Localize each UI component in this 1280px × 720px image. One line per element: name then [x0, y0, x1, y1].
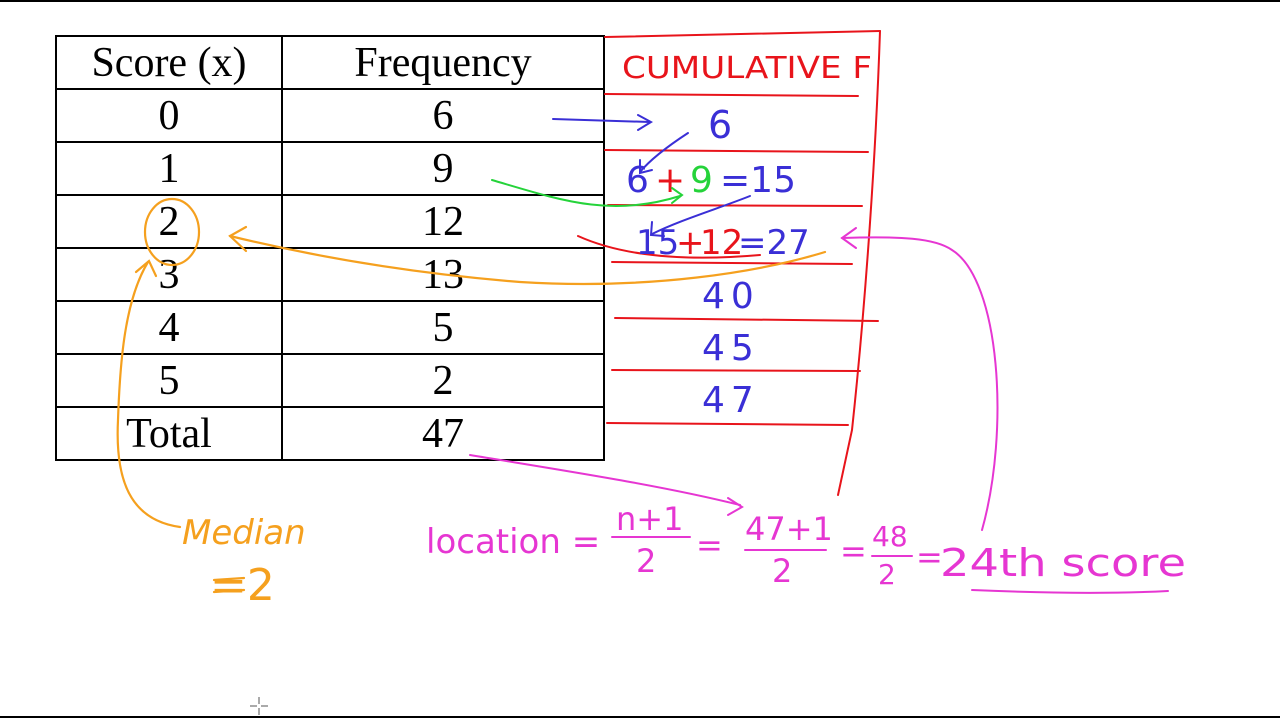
bottom-rule: [0, 716, 1280, 718]
cumulative-row-2-b: 9: [690, 160, 713, 201]
cumulative-row-3-plus: +: [676, 223, 705, 263]
frequency-cell: 6: [281, 88, 605, 143]
table-row: 0 6: [55, 88, 605, 143]
frequency-cell: 2: [281, 353, 605, 408]
frequency-table: Score (x) Frequency 0 6 1 9 2 12 3 13 4 …: [55, 35, 605, 461]
result-text: 24th score: [940, 541, 1186, 585]
frequency-cell: 9: [281, 141, 605, 196]
cumulative-row-3-rest: =27: [738, 223, 810, 263]
top-rule: [0, 0, 1280, 2]
table-row: 5 2: [55, 353, 605, 408]
frequency-cell: 5: [281, 300, 605, 355]
total-label-cell: Total: [55, 406, 283, 461]
highlight-circle: [143, 197, 201, 267]
cumulative-row-2-a: 6: [626, 160, 649, 201]
fraction-3-numerator: 48: [872, 520, 908, 553]
fraction-3-denominator: 2: [878, 558, 896, 591]
equals-sign-3: =: [916, 538, 943, 576]
total-value-cell: 47: [281, 406, 605, 461]
median-label: Median: [182, 513, 306, 553]
fraction-2-denominator: 2: [772, 552, 792, 590]
cumulative-row-6: 47: [702, 380, 760, 421]
table-total-row: Total 47: [55, 406, 605, 461]
fraction-1-numerator: n+1: [616, 500, 683, 538]
cumulative-row-4: 40: [702, 276, 760, 317]
orange-annotations: [116, 197, 827, 594]
location-label: location =: [426, 522, 600, 562]
score-cell: 5: [55, 353, 283, 408]
equals-sign-1: =: [696, 526, 723, 564]
green-arrow: [491, 179, 684, 208]
table-row: 1 9: [55, 141, 605, 196]
table-row: 4 5: [55, 300, 605, 355]
cumulative-grid: [577, 30, 881, 496]
score-cell: 0: [55, 88, 283, 143]
score-header: Score (x): [55, 35, 283, 90]
crosshair-cursor-icon: [250, 697, 268, 715]
frequency-header: Frequency: [281, 35, 605, 90]
fraction-2-numerator: 47+1: [745, 510, 833, 548]
table-row: 2 12: [55, 194, 605, 249]
cumulative-row-2-rest: =15: [720, 160, 796, 201]
frequency-cell: 12: [281, 194, 605, 249]
score-cell: 4: [55, 300, 283, 355]
magenta-annotations: [469, 227, 1169, 594]
median-value: =2: [210, 560, 275, 611]
fraction-1-denominator: 2: [636, 542, 656, 580]
equals-sign-2: =: [840, 532, 867, 570]
blue-arrows: [552, 114, 751, 237]
score-cell: 1: [55, 141, 283, 196]
table-header-row: Score (x) Frequency: [55, 35, 605, 90]
cumulative-row-1: 6: [708, 103, 732, 147]
cumulative-row-5: 45: [702, 328, 760, 369]
cumulative-row-3-b: 12: [700, 223, 743, 263]
cumulative-header: CUMULATIVE F: [622, 51, 872, 86]
cumulative-row-3-a: 15: [636, 223, 679, 263]
